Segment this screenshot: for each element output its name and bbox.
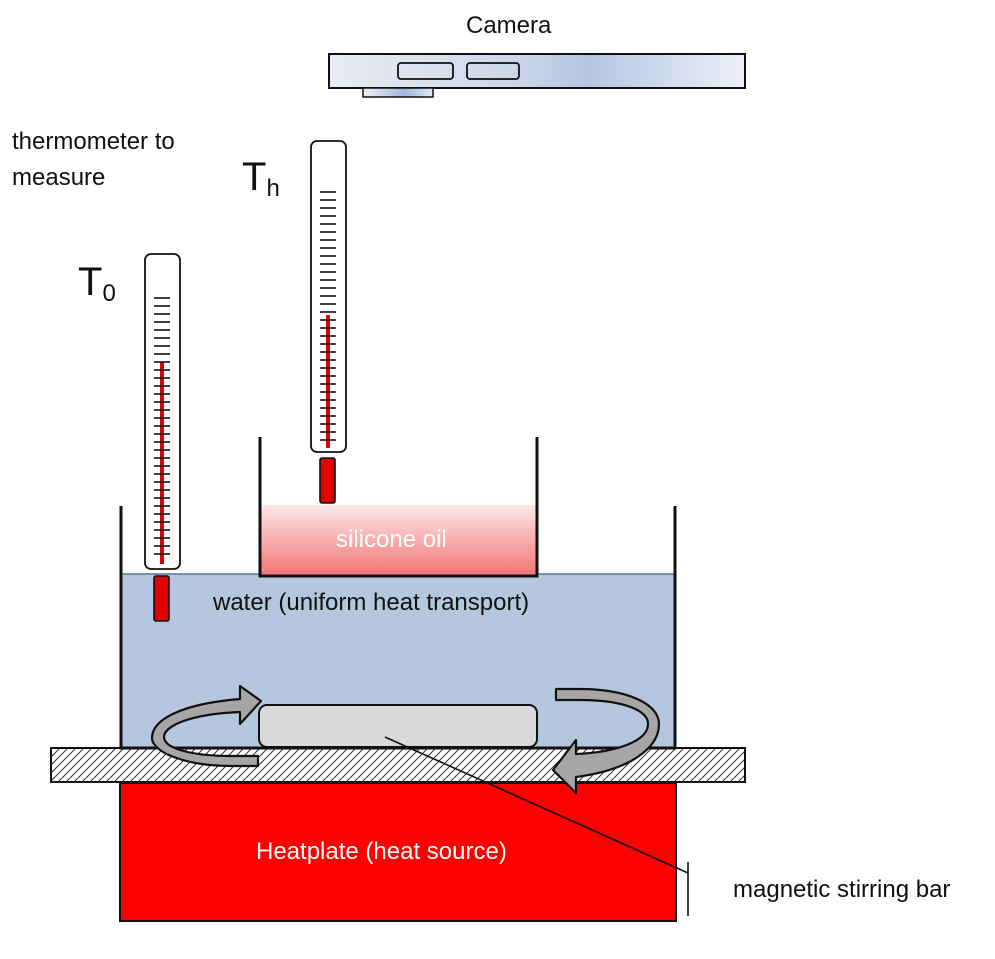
thermometer-th	[310, 140, 347, 504]
th-symbol: Th	[242, 155, 280, 203]
stirring-bar-label: magnetic stirring bar	[733, 876, 951, 903]
thermometer-note: thermometer to measure	[12, 128, 175, 191]
t0-subscript: 0	[102, 280, 116, 307]
water-label: water (uniform heat transport)	[213, 589, 530, 616]
stirring-bar	[258, 704, 538, 748]
th-subscript: h	[266, 175, 280, 202]
silicone-oil-label: silicone oil	[336, 526, 447, 553]
silicone-oil-beaker	[258, 437, 539, 578]
heatplate-label: Heatplate (heat source)	[256, 838, 507, 865]
t0-main: T	[78, 260, 103, 304]
t0-symbol: T0	[78, 260, 116, 308]
rotation-arrow-left-icon	[150, 684, 263, 768]
rotation-arrow-right-icon	[551, 687, 661, 795]
camera-label: Camera	[466, 12, 552, 39]
th-main: T	[242, 155, 267, 199]
thermometer-t0	[144, 253, 181, 622]
camera	[328, 53, 746, 98]
stirring-bar-pointer	[384, 736, 689, 874]
